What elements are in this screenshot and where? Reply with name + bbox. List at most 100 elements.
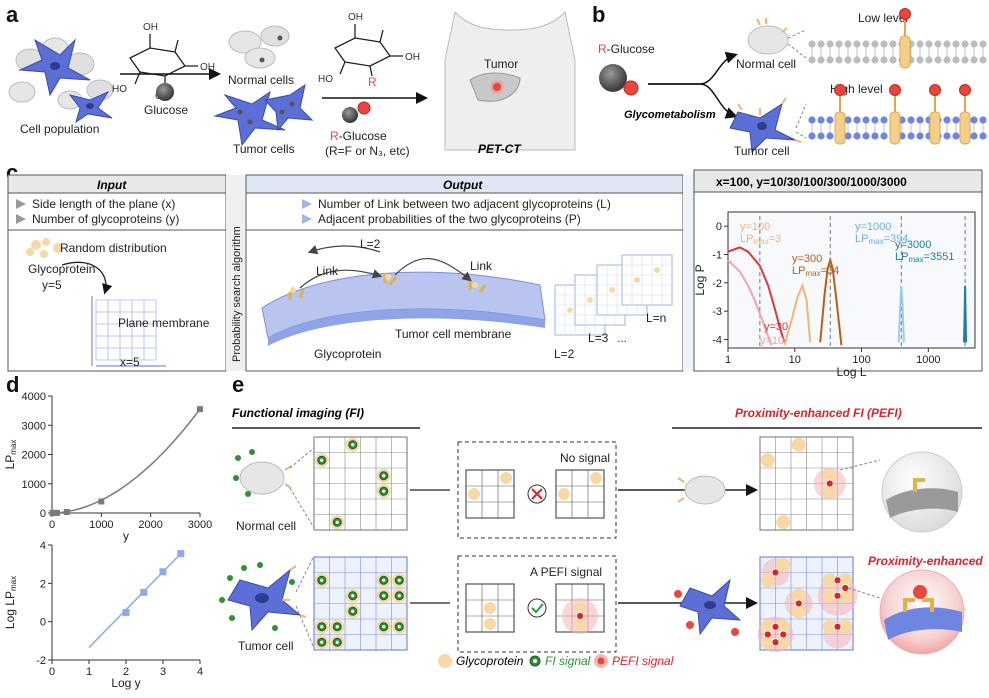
glycoprotein-dot bbox=[500, 472, 512, 484]
lipid-head bbox=[871, 56, 879, 64]
l2-label: L=2 bbox=[554, 347, 575, 361]
link-label-1: Link bbox=[316, 264, 339, 278]
no-signal-cross bbox=[531, 488, 543, 500]
output-title: Output bbox=[443, 178, 483, 192]
algorithm-label: Probability search algorithm bbox=[231, 226, 243, 362]
data-point bbox=[50, 509, 57, 516]
glycoprotein-dot bbox=[776, 557, 791, 572]
cell-population-label: Cell population bbox=[20, 122, 99, 136]
probe-red-ball bbox=[889, 84, 901, 96]
y-tick-label: 2 bbox=[40, 578, 46, 590]
glycoprotein-dot bbox=[760, 453, 775, 468]
pefi-signal-dot bbox=[779, 630, 788, 639]
lipid-head bbox=[979, 40, 987, 48]
fi-signal-core bbox=[397, 578, 401, 582]
pefi-signal-dot bbox=[833, 576, 842, 585]
glycoprotein-dot bbox=[776, 619, 791, 634]
tumor-label: Tumor bbox=[484, 57, 518, 71]
y-axis-label: Log P bbox=[693, 264, 707, 295]
lipid-head bbox=[979, 132, 987, 140]
annotation-y=10: y=10 bbox=[760, 335, 784, 347]
glycoprotein-label-c: Glycoprotein bbox=[28, 262, 95, 276]
r-glucose-label-b: R-Glucose bbox=[598, 42, 655, 56]
probe-red-ball bbox=[959, 84, 971, 96]
y-tick-label: 4000 bbox=[22, 391, 46, 403]
data-point bbox=[159, 568, 167, 576]
lipid-head bbox=[853, 132, 861, 140]
input-item-1: Number of glycoproteins (y) bbox=[32, 212, 179, 226]
lipid-head bbox=[916, 132, 924, 140]
fi-tumor-grid bbox=[313, 556, 408, 651]
glycoprotein-dot bbox=[838, 573, 853, 588]
pefi-signal-dot bbox=[794, 599, 803, 608]
data-point bbox=[197, 406, 203, 413]
fit-line bbox=[88, 553, 182, 649]
plot-area bbox=[727, 211, 976, 349]
lipid-head bbox=[817, 40, 825, 48]
glycoprotein-label-c2: Glycoprotein bbox=[314, 347, 381, 361]
lipid-head bbox=[817, 56, 825, 64]
check-mark bbox=[531, 603, 544, 614]
lipid-head bbox=[934, 40, 942, 48]
fi-signal-core bbox=[397, 625, 401, 629]
zoom-sphere-tumor bbox=[879, 569, 965, 655]
lipid-head bbox=[943, 56, 951, 64]
fi-signal-core bbox=[335, 625, 339, 629]
glycoprotein-dot bbox=[822, 619, 837, 634]
pefi-title: Proximity-enhanced FI (PEFI) bbox=[735, 406, 902, 420]
lipid-head bbox=[925, 56, 933, 64]
legend-glyco-label: Glycoprotein bbox=[456, 654, 524, 668]
lipid-head bbox=[808, 116, 816, 124]
glycoprotein-dot bbox=[791, 604, 806, 619]
glycoprotein-dot bbox=[760, 635, 775, 650]
series-line-y=3000 bbox=[963, 285, 968, 343]
annotation-y=100: y=100 bbox=[740, 221, 770, 233]
check-icon bbox=[527, 598, 547, 618]
transmembrane-protein bbox=[929, 111, 941, 145]
legend-glyco-swatch bbox=[438, 654, 452, 668]
svg-text:OH: OH bbox=[348, 12, 363, 23]
stack-glyco bbox=[567, 307, 573, 313]
lipid-head bbox=[970, 40, 978, 48]
fi-signal-core bbox=[351, 443, 355, 447]
arrow-b-normal bbox=[648, 51, 738, 85]
data-point bbox=[140, 588, 148, 596]
lipid-head bbox=[871, 116, 879, 124]
y-tick-label: 3000 bbox=[22, 420, 46, 432]
r-note-label: (R=F or N₃, etc) bbox=[325, 144, 410, 158]
tumor-cell-b-icon bbox=[729, 97, 802, 154]
pefi-signal-dot bbox=[841, 584, 850, 592]
tumor-membrane-label: Tumor cell membrane bbox=[395, 327, 512, 341]
lipid-head bbox=[979, 116, 987, 124]
fi-signal-core bbox=[351, 609, 355, 613]
series-line-y=10 bbox=[727, 259, 773, 346]
lipid-head bbox=[826, 40, 834, 48]
series-line-y=300 bbox=[819, 256, 843, 346]
glycoprotein-dot bbox=[468, 488, 480, 500]
lipid-head bbox=[826, 56, 834, 64]
glycometabolism-label: Glycometabolism bbox=[624, 109, 716, 121]
fi-signal-core bbox=[320, 458, 324, 462]
fi-normal-grid bbox=[313, 436, 408, 531]
lipid-head bbox=[835, 56, 843, 64]
lipid-head bbox=[817, 132, 825, 140]
lipid-head bbox=[844, 116, 852, 124]
y-tick-label: 0 bbox=[716, 221, 722, 233]
lipid-head bbox=[862, 132, 870, 140]
x-tick-label: 4 bbox=[197, 666, 203, 678]
input-title: Input bbox=[97, 178, 127, 192]
annotation-lpmax: LPmax=3 bbox=[740, 233, 781, 246]
lipid-head bbox=[808, 56, 816, 64]
membrane-low-illustration bbox=[808, 8, 987, 69]
y-tick-label: 4 bbox=[40, 540, 46, 552]
svg-text:HO: HO bbox=[112, 84, 127, 95]
legend-e: Glycoprotein FI signal PEFI signal bbox=[438, 654, 674, 668]
normal-cell-e-icon bbox=[233, 449, 292, 497]
annotation-lpmax: LPmax=3551 bbox=[895, 251, 955, 264]
pefi-signal-dot bbox=[576, 612, 584, 620]
x-tick-label: 0 bbox=[49, 666, 55, 678]
series-line-y=100 bbox=[783, 282, 812, 346]
